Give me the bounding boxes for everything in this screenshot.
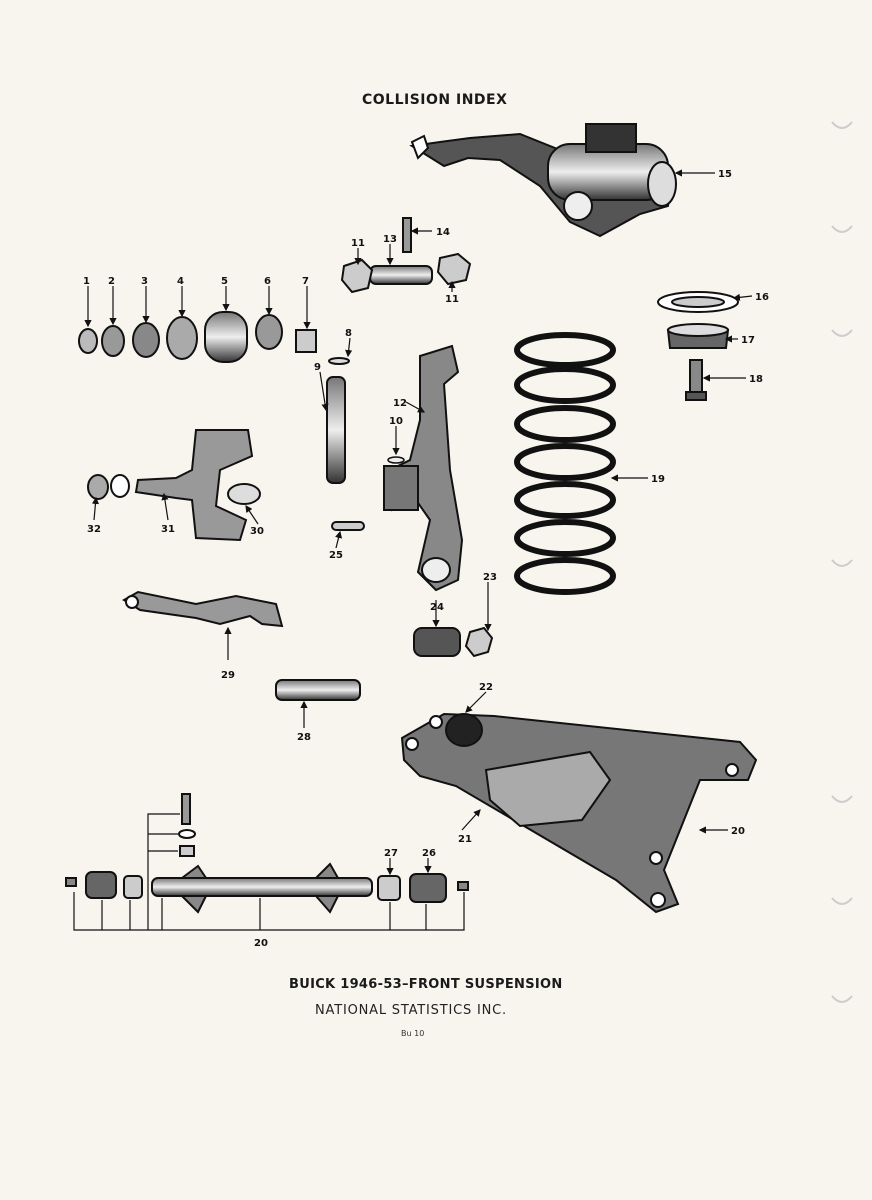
part-label-15: 15 [718,169,732,180]
part-label-11b: 11 [445,294,459,305]
spring-seat-parts [657,291,739,401]
part-label-18: 18 [749,374,763,385]
part-label-1: 1 [83,276,90,287]
part-label-9: 9 [314,362,321,373]
coil-spring-part [514,332,616,595]
binder-hole-marks [831,121,853,1003]
part-label-6: 6 [264,276,271,287]
washer-10 [387,456,405,464]
part-label-3: 3 [141,276,148,287]
steering-arm-part [122,590,284,628]
part-label-13: 13 [383,234,397,245]
part-label-27: 27 [384,848,398,859]
knuckle-support-part [383,344,464,592]
steering-knuckle-part [87,429,261,542]
part-label-28: 28 [297,732,311,743]
part-label-32: 32 [87,524,101,535]
pivot-bolt-28 [275,679,361,701]
part-label-17: 17 [741,335,755,346]
footer-publisher: NATIONAL STATISTICS INC. [315,1003,507,1018]
wheel-bearings-set [78,311,317,363]
part-label-21: 21 [458,834,472,845]
lower-control-arm-part [400,712,758,914]
upper-arm-shock-part [409,123,677,238]
part-label-23: 23 [483,572,497,583]
page-title: COLLISION INDEX [362,92,508,108]
cross-shaft-assembly [65,793,469,914]
part-label-20b: 20 [731,826,745,837]
part-label-2: 2 [108,276,115,287]
part-label-10: 10 [389,416,403,427]
part-label-22: 22 [479,682,493,693]
part-label-30: 30 [250,526,264,537]
king-pin-part [326,357,350,484]
part-label-14: 14 [436,227,450,238]
part-label-5: 5 [221,276,228,287]
part-label-25: 25 [329,550,343,561]
part-label-12: 12 [393,398,407,409]
bushing-and-nut [413,626,494,658]
footer-page-code: Bu 10 [401,1029,425,1038]
part-number-labels: 1 2 3 4 5 6 7 8 9 10 11 11 12 13 14 15 1… [83,169,769,949]
part-label-4: 4 [177,276,184,287]
part-label-7: 7 [302,276,309,287]
part-label-19: 19 [651,474,665,485]
part-label-29: 29 [221,670,235,681]
pin-25 [331,521,365,531]
part-label-26: 26 [422,848,436,859]
part-label-16: 16 [755,292,769,303]
pivot-shaft-part [340,217,472,294]
assembly-bracket [73,813,465,931]
part-label-24: 24 [430,602,444,613]
part-label-8: 8 [345,328,352,339]
part-label-31: 31 [161,524,175,535]
leader-lines [84,169,753,876]
footer-title: BUICK 1946-53–FRONT SUSPENSION [289,977,563,992]
part-label-11a: 11 [351,238,365,249]
part-label-20a: 20 [254,938,268,949]
